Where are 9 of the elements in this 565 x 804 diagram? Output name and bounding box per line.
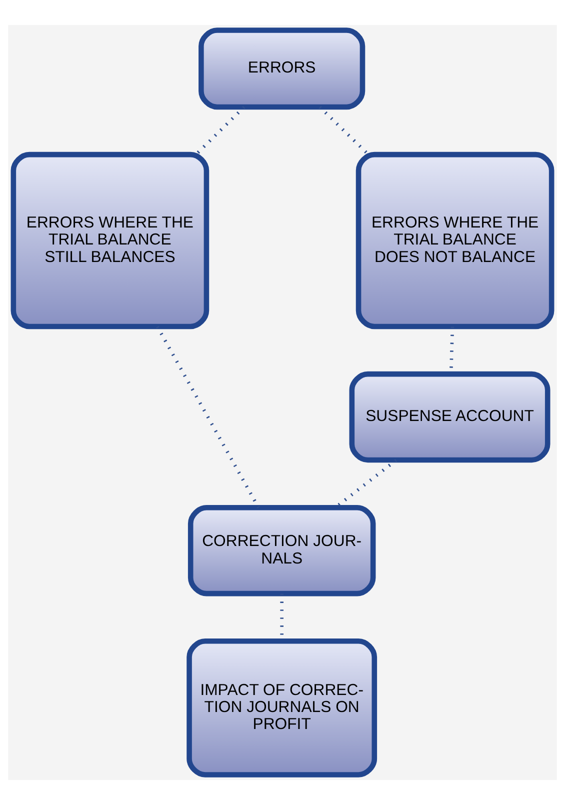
connector bbox=[318, 105, 370, 155]
connector bbox=[156, 325, 260, 508]
connector bbox=[195, 105, 246, 155]
node-box: IMPACT OF CORREC- TION JOURNALS ON PROFIT bbox=[186, 638, 378, 777]
node-box: SUSPENSE ACCOUNT bbox=[349, 370, 550, 462]
node-box: ERRORS WHERE THE TRIAL BALANCE STILL BALANCES bbox=[10, 151, 210, 329]
node-box: ERRORS bbox=[198, 27, 366, 110]
node-box: ERRORS WHERE THE TRIAL BALANCE DOES NOT BALANCE bbox=[356, 151, 554, 329]
node-box: CORRECTION JOUR- NALS bbox=[188, 504, 376, 596]
